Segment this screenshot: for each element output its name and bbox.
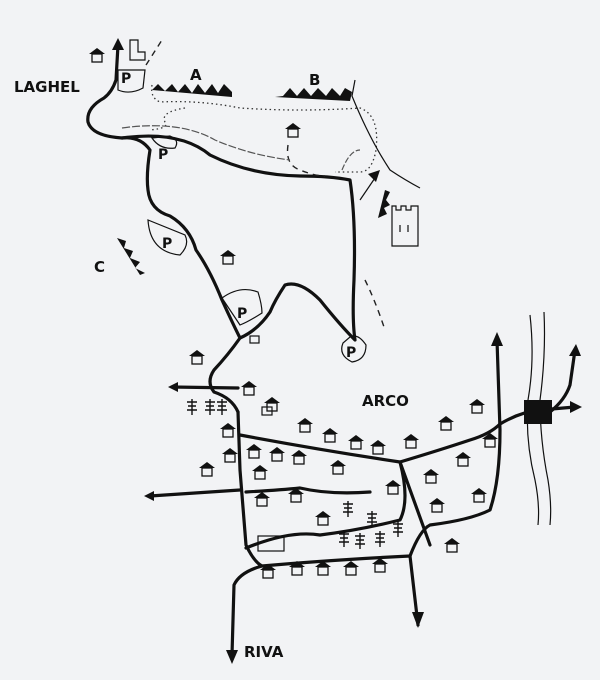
crag-b-cliff [275, 88, 352, 101]
parking-label: P [158, 147, 168, 163]
house-icon [385, 480, 401, 495]
road-inner [238, 422, 502, 464]
tree-icon [355, 533, 365, 549]
house-icon [297, 418, 313, 433]
label-crag-c: C [94, 258, 105, 276]
house-icon [260, 564, 276, 579]
road-west [170, 385, 240, 390]
tree-icon [217, 399, 227, 415]
label-crag-a: A [190, 66, 202, 84]
house-icon [289, 561, 305, 576]
arrow-heads [112, 38, 582, 664]
road-east [408, 338, 502, 558]
house-icon [288, 488, 304, 503]
house-icon [246, 444, 262, 459]
tree-icon [205, 399, 215, 415]
house-icon [455, 452, 471, 467]
house-icon [315, 511, 331, 526]
house-icon [285, 123, 301, 138]
parking-label: P [121, 71, 131, 87]
label-laghel: LAGHEL [14, 78, 80, 96]
castle-icon [391, 205, 419, 247]
tree-icon [343, 501, 353, 517]
house-icon [403, 434, 419, 449]
houses [89, 48, 498, 579]
house-icon [291, 450, 307, 465]
house-icon [89, 48, 105, 63]
house-icon [348, 435, 364, 450]
parking-label: P [346, 345, 356, 361]
tree-icon [367, 511, 377, 527]
house-icon [269, 447, 285, 462]
house-icon [370, 440, 386, 455]
tree-icon [393, 521, 403, 537]
house-icon [252, 465, 268, 480]
house-icon [429, 498, 445, 513]
crag-c-cliff [117, 190, 390, 275]
tree-icon [187, 399, 197, 415]
house-icon [330, 460, 346, 475]
house-icon [199, 462, 215, 477]
house-icon [241, 381, 257, 396]
house-icon [372, 558, 388, 573]
tree-icon [375, 531, 385, 547]
small-building [249, 335, 260, 344]
house-icon [315, 561, 331, 576]
label-riva: RIVA [244, 643, 284, 661]
house-icon [482, 433, 498, 448]
parking-label: P [237, 306, 247, 322]
label-crag-b: B [309, 71, 320, 89]
house-icon [471, 488, 487, 503]
label-arco: ARCO [362, 392, 409, 410]
house-icon [220, 250, 236, 265]
bridge-castle [524, 400, 552, 424]
house-icon [254, 492, 270, 507]
road-upper-loop [120, 134, 357, 342]
road-laghel [86, 43, 242, 414]
river [526, 311, 552, 526]
tree-icon [339, 531, 349, 547]
road-west-2 [148, 488, 242, 498]
road-town-south [260, 554, 420, 627]
house-icon [444, 538, 460, 553]
road-sw-curve [244, 486, 372, 495]
house-icon [343, 561, 359, 576]
parking-label: P [162, 236, 172, 252]
road-east-2 [398, 460, 432, 547]
house-icon [469, 399, 485, 414]
house-icon [438, 416, 454, 431]
road-northeast [548, 348, 577, 414]
house-icon [220, 423, 236, 438]
parking-outlines [117, 39, 367, 363]
crag-a-cliff [152, 84, 232, 97]
house-icon [189, 350, 205, 365]
building-rect [257, 535, 285, 552]
house-icon [222, 448, 238, 463]
house-icon [322, 428, 338, 443]
road-inner2 [244, 460, 407, 550]
trees [187, 399, 403, 549]
house-icon [423, 469, 439, 484]
stone-wall [121, 125, 291, 161]
